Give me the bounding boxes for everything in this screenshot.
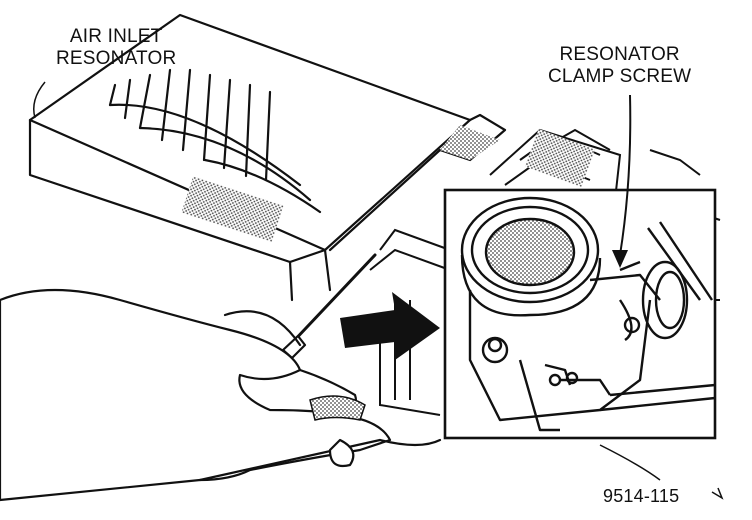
location-arrow	[340, 292, 440, 360]
resonator-clamp-screw-label-line-2: CLAMP SCREW	[548, 66, 692, 87]
resonator-clamp-screw-label: RESONATOR CLAMP SCREW	[548, 44, 691, 88]
clamp-screw-leader-arrowhead	[612, 250, 628, 268]
figure-number-tail	[711, 487, 724, 500]
resonator-clamp-screw-label-line-1: RESONATOR	[559, 44, 680, 65]
resonator-shading	[440, 125, 500, 160]
hand-with-pick-tool	[0, 253, 442, 502]
throttle-body	[460, 196, 716, 432]
resonator-shading	[181, 176, 284, 242]
air-inlet-resonator-label-line-1: AIR INLET	[69, 26, 163, 47]
air-inlet-leader-line	[33, 81, 46, 119]
tool-grip-shading	[309, 395, 366, 421]
air-inlet-resonator-label-line-2: RESONATOR	[56, 48, 177, 69]
plenum-shading	[524, 128, 596, 188]
figure-number: 9514-115	[603, 486, 680, 506]
air-inlet-resonator-housing	[28, 13, 507, 302]
air-inlet-resonator-label: AIR INLET RESONATOR	[56, 26, 176, 70]
clamp-screw-leader-line	[619, 94, 632, 256]
figure-number-leader-line	[599, 444, 661, 481]
